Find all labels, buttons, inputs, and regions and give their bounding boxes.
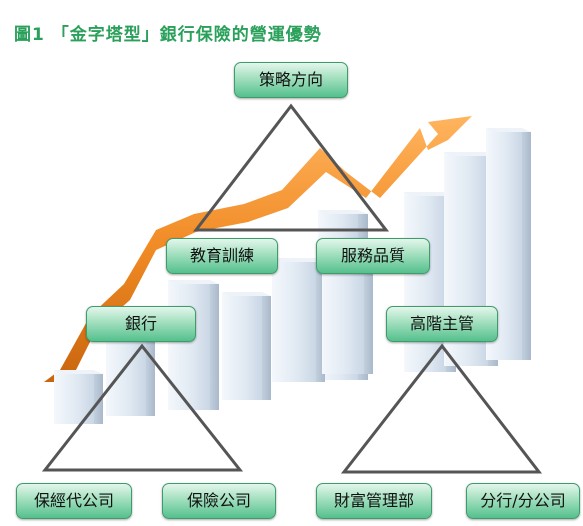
- node-education: 教育訓練: [166, 238, 278, 274]
- triangle-left: [41, 343, 244, 472]
- node-insurance-company: 保險公司: [162, 483, 276, 519]
- bar-front-4: [222, 292, 271, 400]
- node-strategy: 策略方向: [234, 62, 348, 98]
- node-senior-management: 高階主管: [386, 306, 498, 342]
- bar-front-5: [272, 258, 325, 382]
- node-branch: 分行/分公司: [466, 483, 580, 519]
- node-bank: 銀行: [86, 306, 196, 342]
- node-wealth-management: 財富管理部: [316, 483, 432, 519]
- node-service: 服務品質: [316, 238, 430, 274]
- triangle-right: [340, 343, 543, 474]
- bar-front-1: [54, 370, 103, 424]
- bar-front-6: [322, 270, 373, 374]
- triangle-top: [192, 103, 390, 232]
- figure-title: 圖1 「金字塔型」銀行保險的營運優勢: [14, 25, 322, 45]
- node-insurance-agent: 保經代公司: [16, 483, 132, 519]
